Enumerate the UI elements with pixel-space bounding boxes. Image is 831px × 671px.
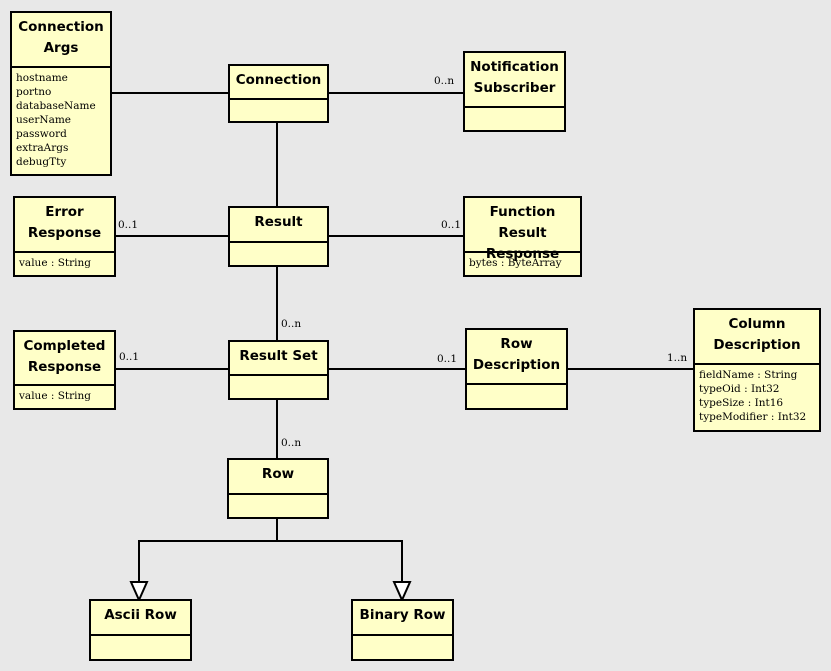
class-result-set[interactable]: Result Set	[228, 340, 329, 400]
attribute: hostname	[16, 72, 68, 84]
inheritance-arrow-ascii	[129, 581, 149, 603]
class-title: Completed Response	[15, 332, 114, 386]
class-title: Error Response	[15, 198, 114, 253]
attributes-compartment: hostname portno databaseName userName pa…	[12, 68, 110, 174]
multiplicity-completed: 0..1	[119, 351, 140, 363]
class-title: Result	[230, 208, 327, 243]
attribute: typeModifier : Int32	[699, 411, 807, 423]
class-name-line: Function Result	[489, 204, 556, 241]
class-column-description[interactable]: Column Description fieldName : String ty…	[693, 308, 821, 432]
class-binary-row[interactable]: Binary Row	[351, 599, 454, 661]
attribute: fieldName : String	[699, 369, 798, 381]
class-title: Notification Subscriber	[465, 53, 564, 108]
multiplicity-function-result: 0..1	[441, 219, 462, 231]
attributes-compartment	[467, 385, 566, 408]
class-name-line: Args	[43, 40, 79, 56]
class-result[interactable]: Result	[228, 206, 329, 267]
attributes-compartment	[230, 243, 327, 265]
generalization-row	[138, 518, 278, 582]
class-title: Binary Row	[353, 601, 452, 636]
attribute: portno	[16, 86, 52, 98]
class-name-line: Description	[713, 337, 801, 353]
class-title: Ascii Row	[91, 601, 190, 636]
attributes-compartment: value : String	[15, 253, 114, 275]
attributes-compartment	[353, 636, 452, 659]
class-title: Connection	[230, 66, 327, 100]
class-name-line: Result	[254, 214, 303, 230]
attributes-compartment	[91, 636, 190, 659]
class-title: Row	[229, 460, 327, 495]
class-name-line: Completed	[23, 338, 106, 354]
class-name-line: Column	[728, 316, 786, 332]
attribute: bytes : ByteArray	[469, 257, 562, 269]
attributes-compartment: value : String	[15, 386, 114, 408]
attribute: value : String	[19, 257, 92, 269]
class-name-line: Connection	[235, 72, 322, 88]
multiplicity-row-description: 0..1	[437, 353, 458, 365]
class-name-line: Response	[27, 225, 102, 241]
attributes-compartment	[230, 376, 327, 398]
class-row-description[interactable]: Row Description	[465, 328, 568, 410]
class-name-line: Result Set	[239, 348, 318, 364]
multiplicity-result-set: 0..n	[281, 318, 302, 330]
attribute: userName	[16, 114, 72, 126]
class-connection-args[interactable]: Connection Args hostname portno database…	[10, 11, 112, 176]
class-ascii-row[interactable]: Ascii Row	[89, 599, 192, 661]
generalization-row-binary	[277, 540, 403, 582]
class-name-line: Row	[500, 336, 533, 352]
class-title: Row Description	[467, 330, 566, 385]
class-name-line: Response	[27, 359, 102, 375]
attributes-compartment: fieldName : String typeOid : Int32 typeS…	[695, 365, 819, 430]
multiplicity-error: 0..1	[118, 219, 139, 231]
class-name-line: Ascii Row	[104, 607, 177, 623]
class-title: Function Result Response	[465, 198, 580, 262]
class-function-result-response[interactable]: Function Result Response bytes : ByteArr…	[463, 196, 582, 277]
class-error-response[interactable]: Error Response value : String	[13, 196, 116, 277]
class-title: Result Set	[230, 342, 327, 376]
class-name-line: Response	[485, 246, 560, 262]
attribute: extraArgs	[16, 142, 69, 154]
class-title: Column Description	[695, 310, 819, 365]
class-connection[interactable]: Connection	[228, 64, 329, 123]
attribute: typeOid : Int32	[699, 383, 780, 395]
class-name-line: Error	[45, 204, 84, 220]
class-name-line: Notification	[470, 59, 559, 75]
inheritance-arrow-binary	[392, 581, 412, 603]
multiplicity-column-description: 1..n	[667, 352, 688, 364]
class-notification-subscriber[interactable]: Notification Subscriber	[463, 51, 566, 132]
attributes-compartment	[230, 100, 327, 121]
class-name-line: Subscriber	[473, 80, 556, 96]
attribute: value : String	[19, 390, 92, 402]
class-title: Connection Args	[12, 13, 110, 68]
multiplicity-notification: 0..n	[434, 75, 455, 87]
attributes-compartment	[229, 495, 327, 517]
class-name-line: Description	[472, 357, 561, 373]
attributes-compartment	[465, 108, 564, 130]
attribute: typeSize : Int16	[699, 397, 784, 409]
attribute: debugTty	[16, 156, 67, 168]
attribute: databaseName	[16, 100, 96, 112]
class-name-line: Row	[261, 466, 295, 482]
multiplicity-row: 0..n	[281, 437, 302, 449]
class-completed-response[interactable]: Completed Response value : String	[13, 330, 116, 410]
class-row[interactable]: Row	[227, 458, 329, 519]
class-name-line: Connection	[18, 19, 104, 35]
attributes-compartment: bytes : ByteArray	[465, 253, 580, 275]
class-name-line: Binary Row	[359, 607, 446, 623]
attribute: password	[16, 128, 67, 140]
